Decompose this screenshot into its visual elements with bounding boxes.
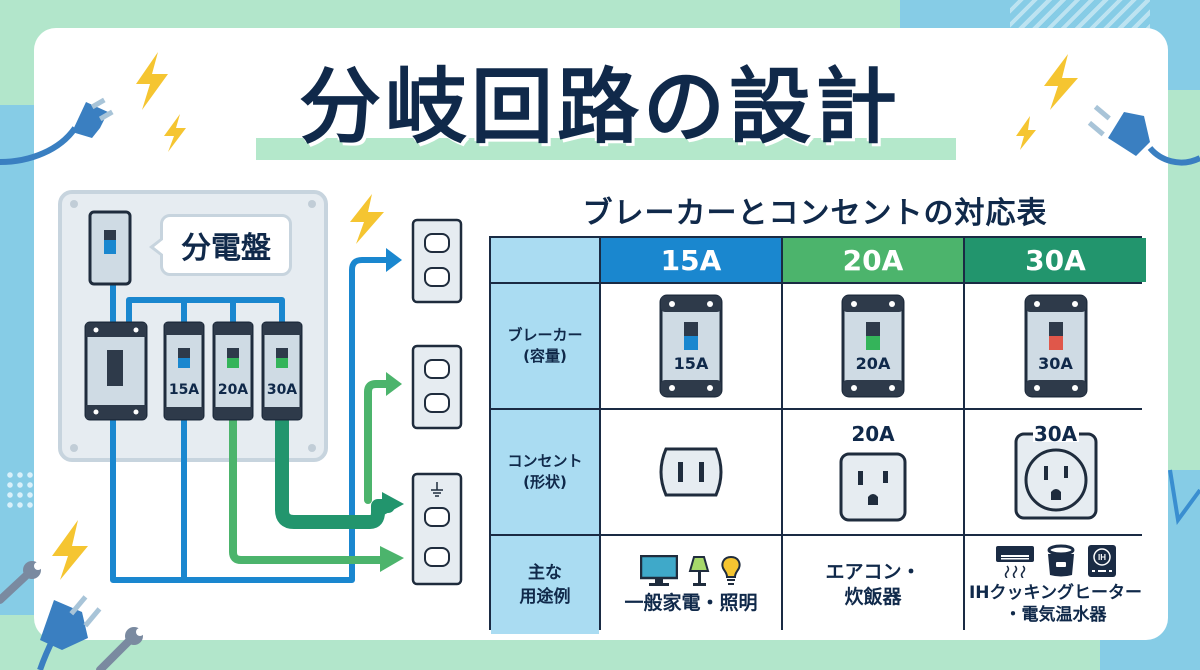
outlet-rating: 20A xyxy=(851,422,895,446)
plug-icon xyxy=(37,595,102,670)
lightning-icon xyxy=(136,52,168,110)
usage-icons: IH xyxy=(995,544,1117,578)
usage-text: エアコン・ xyxy=(825,561,921,583)
usage-cell-30a: IH IHクッキングヒーター ・電気温水器 xyxy=(965,536,1146,634)
breaker-icon xyxy=(841,294,905,398)
rice-cooker-icon xyxy=(1047,544,1074,577)
usage-cell-20a: エアコン・ 炊飯器 xyxy=(783,536,963,634)
breaker-label-20a: 20A xyxy=(217,382,249,398)
dot-pattern xyxy=(5,470,35,510)
two-prong-outlet-icon xyxy=(659,447,723,497)
usage-icons xyxy=(640,554,742,587)
grounded-outlet-round-icon xyxy=(1014,426,1097,520)
plug-icon xyxy=(0,97,114,165)
light-bulb-icon xyxy=(721,555,741,585)
row-header-line: 用途例 xyxy=(519,587,571,607)
lightning-icon xyxy=(52,520,88,580)
usage-text: 一般家電・照明 xyxy=(624,591,758,614)
breaker-rating: 20A xyxy=(855,354,891,373)
lightning-icon xyxy=(1016,116,1036,150)
breaker-cell-30a: 30A xyxy=(965,284,1146,408)
table-title: ブレーカーとコンセントの対応表 xyxy=(582,196,1048,231)
panel-label: 分電盤 xyxy=(149,214,292,276)
tv-icon xyxy=(640,554,678,586)
lightning-icon xyxy=(1044,54,1078,110)
usage-text: IHクッキングヒーター xyxy=(968,583,1143,603)
air-conditioner-icon xyxy=(995,546,1034,578)
outlet-cell-15a xyxy=(601,410,781,534)
plug-icon xyxy=(1087,104,1200,166)
outlet-cell-30a: 30A xyxy=(965,410,1146,534)
breaker-icon xyxy=(659,294,723,398)
row-header-line: (形状) xyxy=(523,473,567,491)
lamp-icon xyxy=(688,555,710,586)
lightning-icon xyxy=(350,194,384,244)
grounded-outlet-square-icon xyxy=(839,452,907,522)
title-block: 分岐回路の設計 xyxy=(250,58,956,166)
page-title: 分岐回路の設計 xyxy=(298,60,901,155)
row-header-line: 主な xyxy=(528,563,562,583)
lightning-icon xyxy=(164,114,186,152)
table-corner xyxy=(491,238,599,282)
breaker-icon xyxy=(1024,294,1087,398)
wrench-icon xyxy=(0,561,42,604)
breaker-cell-20a: 20A xyxy=(783,284,963,408)
row-header-usage: 主な 用途例 xyxy=(491,536,599,634)
ih-cooktop-icon: IH xyxy=(1087,545,1116,577)
usage-text: ・電気温水器 xyxy=(1004,605,1107,625)
wrench-icon xyxy=(96,627,144,670)
breaker-label-30a: 30A xyxy=(266,382,298,398)
decor-triangle xyxy=(1168,469,1200,526)
column-header-30a: 30A xyxy=(965,238,1146,282)
outlet-cell-20a: 20A xyxy=(783,410,963,534)
usage-text: 炊飯器 xyxy=(844,586,902,608)
column-header-15a: 15A xyxy=(601,238,781,282)
row-header-line: (容量) xyxy=(523,347,567,365)
title-highlight xyxy=(256,138,956,160)
row-header-breaker: ブレーカー (容量) xyxy=(491,284,599,408)
outlet-rating: 30A xyxy=(1033,422,1078,446)
breaker-rating: 15A xyxy=(673,354,709,373)
breaker-label-15a: 15A xyxy=(168,382,200,398)
row-header-line: コンセント xyxy=(507,452,583,470)
usage-cell-15a: 一般家電・照明 xyxy=(601,536,781,634)
breaker-cell-15a: 15A xyxy=(601,284,781,408)
correspondence-table: 15A 20A 30A ブレーカー (容量) 15A 20A xyxy=(489,236,1146,634)
row-header-outlet: コンセント (形状) xyxy=(491,410,599,534)
row-header-line: ブレーカー xyxy=(507,326,583,344)
breaker-rating: 30A xyxy=(1038,354,1073,373)
svg-text:IH: IH xyxy=(1098,553,1106,562)
column-header-20a: 20A xyxy=(783,238,963,282)
